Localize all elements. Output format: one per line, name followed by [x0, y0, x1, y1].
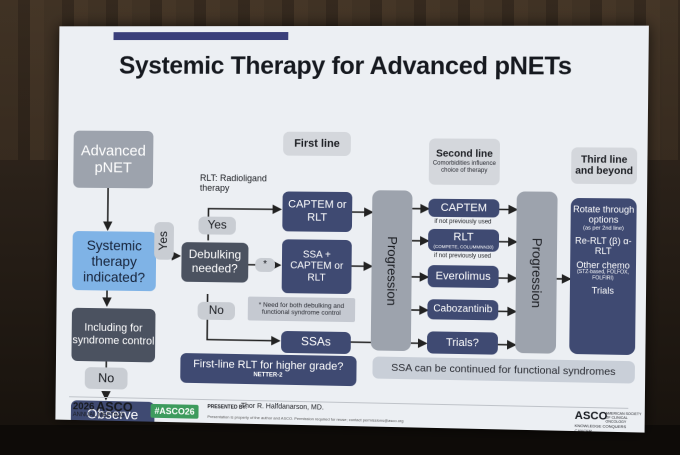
captem-2-label: CAPTEM	[440, 201, 488, 215]
rlt-2-box: RLT (COMPETE, COLUMMNN30)	[428, 228, 500, 252]
hashtag-badge: #ASCO26	[150, 403, 199, 419]
syndrome-control-box: Including for syndrome control	[71, 307, 156, 363]
asterisk-label: *	[263, 259, 268, 271]
progression-bar-1: Progression	[370, 190, 413, 352]
everolimus-box: Everolimus	[427, 265, 499, 289]
advanced-pnet-box: Advanced pNET	[73, 130, 154, 189]
ssa-captem-label: SSA + CAPTEM or RLT	[290, 249, 344, 284]
rlt-definition-note: RLT: Radioligand therapy	[199, 172, 267, 193]
no-box-debulking: No	[197, 301, 236, 321]
third-line-box: Rotate through options (as per 2nd line)…	[569, 197, 637, 356]
flow-arrows	[55, 26, 649, 433]
systemic-therapy-box: Systemic therapy indicated?	[72, 230, 157, 292]
footer-knowledge: KNOWLEDGE CONQUERS CANCER	[574, 422, 627, 433]
second-line-title: Second line	[435, 148, 493, 161]
systemic-therapy-label: Systemic therapy indicated?	[82, 236, 146, 286]
ssas-box: SSAs	[281, 330, 351, 355]
ssas-label: SSAs	[300, 334, 331, 349]
progression-label-2: Progression	[529, 237, 546, 308]
captem-2-box: CAPTEM	[428, 198, 500, 218]
no-label-debulking: No	[208, 303, 224, 318]
rerlt-label: Re-RLT (β) α-RLT	[574, 235, 632, 257]
debulking-label: Debulking needed?	[188, 247, 242, 276]
asterisk-box: *	[255, 257, 276, 273]
third-line-title: Third line and beyond	[575, 153, 633, 178]
everolimus-label: Everolimus	[435, 269, 491, 283]
trials-2-box: Trials?	[426, 331, 499, 355]
captem-2-note: if not previously used	[434, 218, 492, 226]
syndrome-control-label: Including for syndrome control	[72, 322, 155, 348]
footnote-box: * Need for both debulking and functional…	[247, 296, 356, 323]
no-label-left: No	[97, 369, 115, 385]
footnote-text: * Need for both debulking and functional…	[258, 301, 345, 317]
cabozantinib-box: Cabozantinib	[427, 299, 499, 321]
footer-year: 2026	[72, 401, 95, 413]
trials-2-label: Trials?	[445, 336, 479, 349]
advanced-pnet-label: Advanced pNET	[80, 142, 146, 177]
first-line-header: First line	[283, 131, 351, 157]
rlt-2-label: RLT	[453, 231, 474, 244]
progression-label-1: Progression	[384, 235, 401, 306]
netter-2-label: NETTER-2	[253, 372, 283, 379]
yes-vertical-box: Yes	[154, 222, 175, 260]
progression-bar-2: Progression	[515, 191, 558, 354]
footer-meeting: ANNUAL MEETING	[72, 412, 125, 420]
other-chemo-sub: (STZ-based, FOLFOX, FOLFIRI)	[576, 268, 630, 282]
first-line-rlt-question-box: First-line RLT for higher grade? NETTER-…	[180, 353, 357, 387]
ssa-captem-box: SSA + CAPTEM or RLT	[281, 239, 352, 295]
rotate-options-label: Rotate through options	[572, 204, 635, 226]
rlt-2-note: if not previously used	[433, 253, 492, 260]
rlt-2-trials: (COMPETE, COLUMMNN30)	[433, 243, 494, 250]
captem-rlt-box: CAPTEM or RLT	[282, 191, 353, 233]
no-box-left: No	[84, 367, 128, 390]
cabozantinib-label: Cabozantinib	[433, 303, 493, 316]
second-line-subtitle: Comorbidities influence choice of therap…	[432, 160, 496, 174]
yes-box-debulking: Yes	[198, 216, 236, 235]
ssa-continued-label: SSA can be continued for functional synd…	[391, 361, 616, 379]
yes-vertical-label: Yes	[156, 231, 171, 251]
second-line-header: Second line Comorbidities influence choi…	[428, 138, 501, 186]
presentation-slide: Systemic Therapy for Advanced pNETs	[55, 26, 649, 433]
captem-rlt-label: CAPTEM or RLT	[288, 198, 347, 224]
first-line-title: First line	[294, 137, 340, 150]
third-line-header: Third line and beyond	[571, 147, 638, 185]
footer-asco-right-logo: ASCO	[574, 409, 608, 423]
footer-asco-society: AMERICAN SOCIETY OF CLINICAL ONCOLOGY	[605, 411, 642, 425]
per-second-line-label: (as per 2nd line)	[582, 225, 624, 232]
debulking-box: Debulking needed?	[181, 242, 249, 283]
yes-label-debulking: Yes	[207, 217, 227, 232]
trials-3-label: Trials	[591, 284, 614, 296]
